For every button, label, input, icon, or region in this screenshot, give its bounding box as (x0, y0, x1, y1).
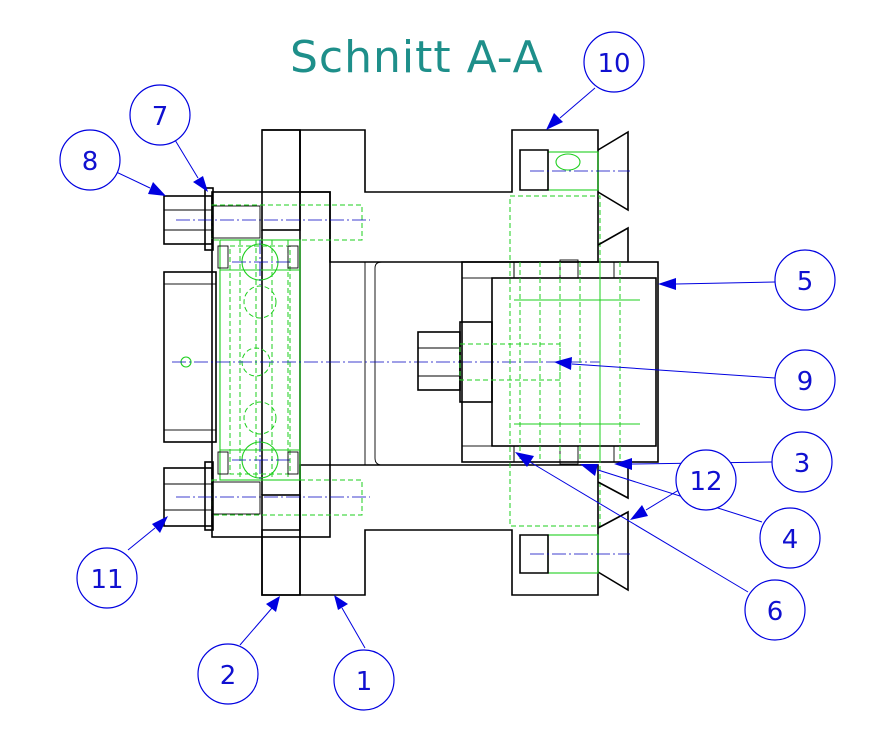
countersunk-screw-lower (519, 510, 630, 592)
balloon-4: 4 (759, 507, 821, 569)
balloon-label: 5 (797, 267, 814, 297)
balloon-label: 12 (689, 467, 722, 497)
section-title: Schnitt A-A (290, 32, 544, 83)
balloon-3: 3 (771, 431, 833, 493)
screw-part-8 (163, 187, 370, 251)
countersunk-screw-middle (597, 226, 629, 500)
balloon-label: 9 (797, 367, 814, 397)
balloon-label: 1 (356, 667, 373, 697)
countersunk-screw-upper (519, 130, 630, 212)
cover-plate-part-2 (261, 129, 301, 596)
screw-part-11 (163, 461, 370, 531)
balloon-5: 5 (774, 249, 836, 311)
balloon-10: 10 (583, 31, 645, 93)
housing-part-1 (261, 129, 599, 596)
bearing-block (163, 191, 331, 538)
balloon-1: 1 (333, 649, 395, 711)
balloon-11: 11 (76, 547, 138, 609)
balloon-7: 7 (129, 84, 191, 146)
balloon-label: 4 (782, 525, 799, 555)
balloon-label: 7 (152, 102, 169, 132)
balloon-label: 10 (597, 49, 630, 79)
balloon-label: 8 (82, 147, 99, 177)
balloon-9: 9 (774, 349, 836, 411)
balloon-label: 2 (220, 661, 237, 691)
balloon-6: 6 (744, 579, 806, 641)
balloon-12: 12 (675, 449, 737, 511)
balloon-label: 11 (90, 565, 123, 595)
balloon-2: 2 (197, 643, 259, 705)
balloon-label: 3 (794, 449, 811, 479)
balloon-label: 6 (767, 597, 784, 627)
central-bolt-part-9 (417, 321, 561, 403)
balloon-8: 8 (59, 129, 121, 191)
